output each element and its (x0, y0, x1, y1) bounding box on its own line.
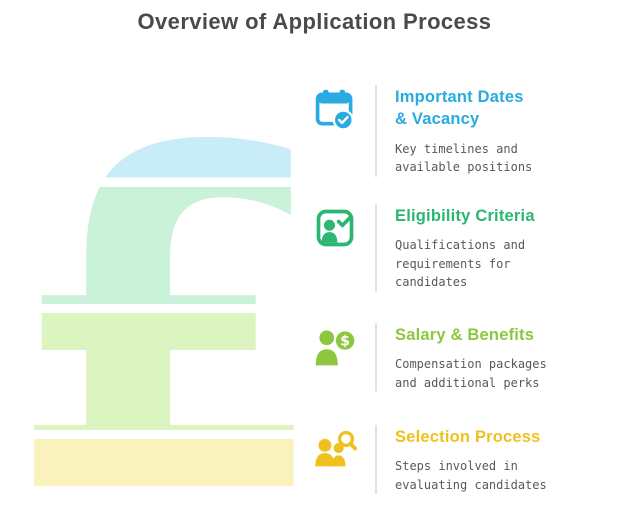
icon-box (313, 85, 359, 177)
list-item-eligibility: Eligibility Criteria Qualifications and … (313, 204, 613, 293)
icon-box: $ (313, 323, 359, 392)
divider-line (375, 323, 377, 393)
divider-line (375, 85, 377, 177)
pound-symbol-graphic: £ (5, 49, 332, 519)
icon-box (313, 204, 359, 292)
item-description: Key timelines and available positions (395, 141, 533, 175)
item-heading: Important Dates & Vacancy (395, 88, 524, 129)
divider-line (375, 425, 377, 495)
person-dollar-icon: $ (315, 330, 355, 366)
people-search-icon (315, 430, 358, 467)
pound-symbol-svg: £ (5, 49, 332, 519)
page-title: Overview of Application Process (137, 9, 492, 34)
item-description: Compensation packages and additional per… (395, 357, 547, 390)
pound-symbol-glyph: £ (5, 49, 332, 519)
calendar-check-icon (315, 89, 354, 131)
item-description: Steps involved in evaluating candidates (395, 459, 547, 492)
item-description: Qualifications and requirements for cand… (395, 238, 526, 290)
icon-box (313, 425, 359, 494)
person-checklist-icon (316, 209, 354, 247)
list-item-salary: $ Salary & Benefits Compensation package… (313, 323, 613, 393)
item-heading: Salary & Benefits (395, 326, 535, 344)
divider-line (375, 204, 377, 293)
item-heading: Eligibility Criteria (395, 207, 535, 225)
list-item-selection: Selection Process Steps involved in eval… (313, 425, 613, 495)
svg-text:$: $ (340, 334, 350, 350)
list-item-important-dates: Important Dates & Vacancy Key timelines … (313, 85, 613, 177)
item-heading: Selection Process (395, 428, 541, 446)
